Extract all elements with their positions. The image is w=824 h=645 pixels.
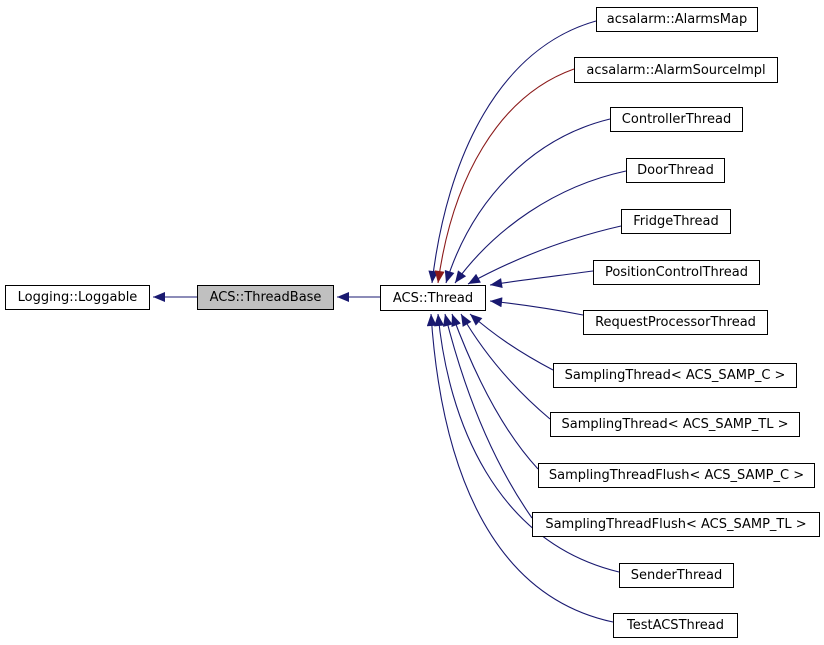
edge-positioncontrolthread-to-thread [489,270,594,289]
edge-doorthread-to-thread [454,170,627,284]
node-fridgethread[interactable]: FridgeThread [621,209,731,234]
edge-alarmsourceimpl-to-thread [434,68,575,284]
edge-samplingthread-c-to-thread [469,313,554,371]
node-samplingthread-samp-tl[interactable]: SamplingThread< ACS_SAMP_TL > [550,412,800,437]
edge-samplingthreadflush-c-to-thread [451,313,539,470]
edge-samplingthreadflush-tl-to-thread [443,313,533,519]
node-doorthread[interactable]: DoorThread [626,158,725,183]
node-requestprocessorthread[interactable]: RequestProcessorThread [583,310,768,335]
node-logging-loggable[interactable]: Logging::Loggable [5,285,150,310]
node-acsalarm-alarmsourceimpl[interactable]: acsalarm::AlarmSourceImpl [574,57,778,83]
node-positioncontrolthread[interactable]: PositionControlThread [593,260,760,285]
edge-senderthread-to-thread [434,313,620,573]
node-senderthread[interactable]: SenderThread [619,563,734,588]
edge-requestprocessorthread-to-thread [489,297,584,316]
edge-testacsthread-to-thread [426,313,614,623]
edge-alarmsmap-to-thread [428,20,597,284]
node-acs-threadbase: ACS::ThreadBase [197,285,334,310]
node-samplingthreadflush-samp-tl[interactable]: SamplingThreadFlush< ACS_SAMP_TL > [532,512,820,537]
edge-controllerthread-to-thread [444,118,611,284]
node-controllerthread[interactable]: ControllerThread [610,107,743,132]
edge-fridgethread-to-thread [467,225,622,285]
node-testacsthread[interactable]: TestACSThread [613,613,738,638]
node-acs-thread[interactable]: ACS::Thread [380,285,486,311]
node-acsalarm-alarmsmap[interactable]: acsalarm::AlarmsMap [596,7,758,32]
node-samplingthread-samp-c[interactable]: SamplingThread< ACS_SAMP_C > [553,363,797,388]
edge-samplingthread-tl-to-thread [460,313,551,420]
node-samplingthreadflush-samp-c[interactable]: SamplingThreadFlush< ACS_SAMP_C > [538,463,815,488]
